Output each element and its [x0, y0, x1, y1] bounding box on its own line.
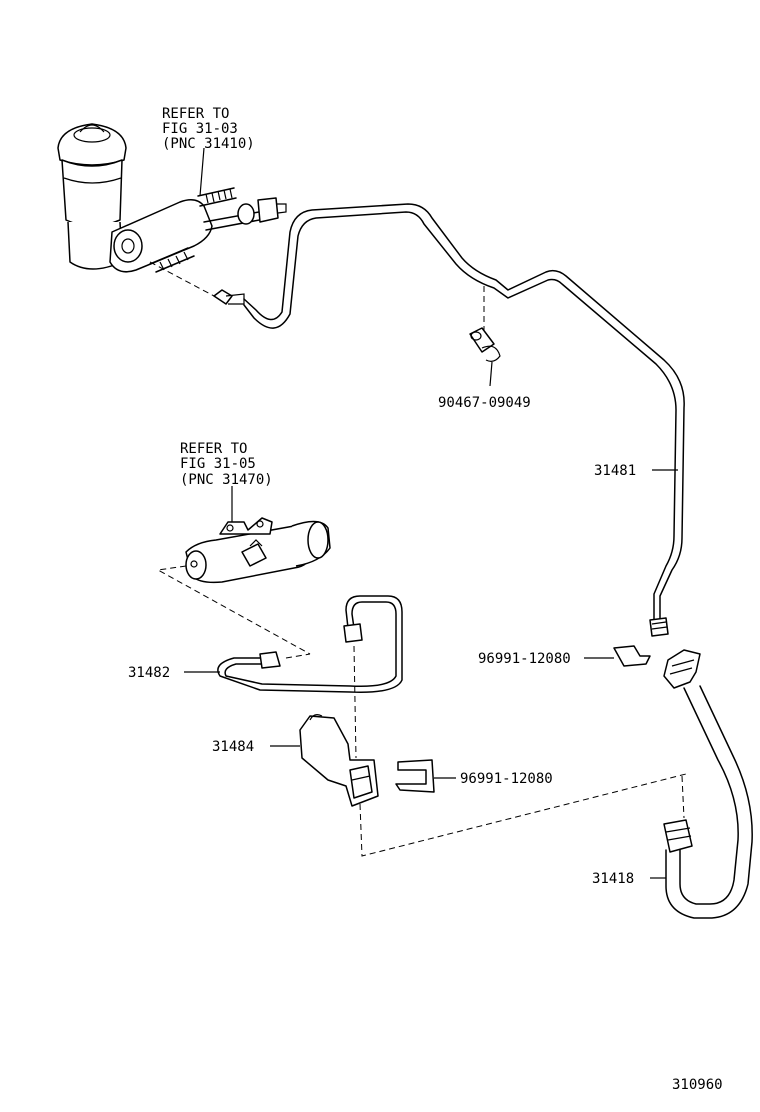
ref-line-1: REFER TO — [162, 106, 229, 122]
label-hose: 31418 — [592, 871, 634, 887]
label-tube-main: 31481 — [594, 463, 636, 479]
release-cylinder-reference: REFER TO FIG 31-05 (PNC 31470) — [180, 441, 273, 488]
ref-line-1: REFER TO — [180, 441, 247, 457]
ref-line-2: FIG 31-05 — [180, 456, 256, 472]
tube-bracket-31484 — [299, 714, 379, 807]
ref-line-2: FIG 31-03 — [162, 121, 238, 137]
label-clamp: 90467-09049 — [438, 395, 531, 411]
ref-line-3: (PNC 31470) — [180, 472, 273, 488]
ref-line-3: (PNC 31410) — [162, 136, 255, 152]
flexible-hose-31418 — [663, 649, 753, 919]
pipe-clamp-90467 — [469, 286, 501, 387]
leader-master-ref — [199, 147, 205, 197]
clip-lower — [395, 759, 435, 793]
label-tube-short: 31482 — [128, 665, 170, 681]
release-leader-line — [156, 565, 311, 655]
master-cylinder-reference: REFER TO FIG 31-03 (PNC 31410) — [162, 106, 255, 152]
label-clip-upper: 96991-12080 — [478, 651, 571, 667]
clip-upper — [613, 645, 651, 667]
label-bracket: 31484 — [212, 739, 254, 755]
label-clip-lower: 96991-12080 — [460, 771, 553, 787]
clutch-release-cylinder — [185, 517, 331, 584]
clutch-tube-31481 — [243, 203, 685, 637]
clutch-master-cylinder — [57, 123, 287, 305]
diagram-number: 310960 — [672, 1077, 723, 1093]
hose-leader-line — [359, 773, 687, 857]
clutch-tube-31482 — [217, 595, 403, 759]
